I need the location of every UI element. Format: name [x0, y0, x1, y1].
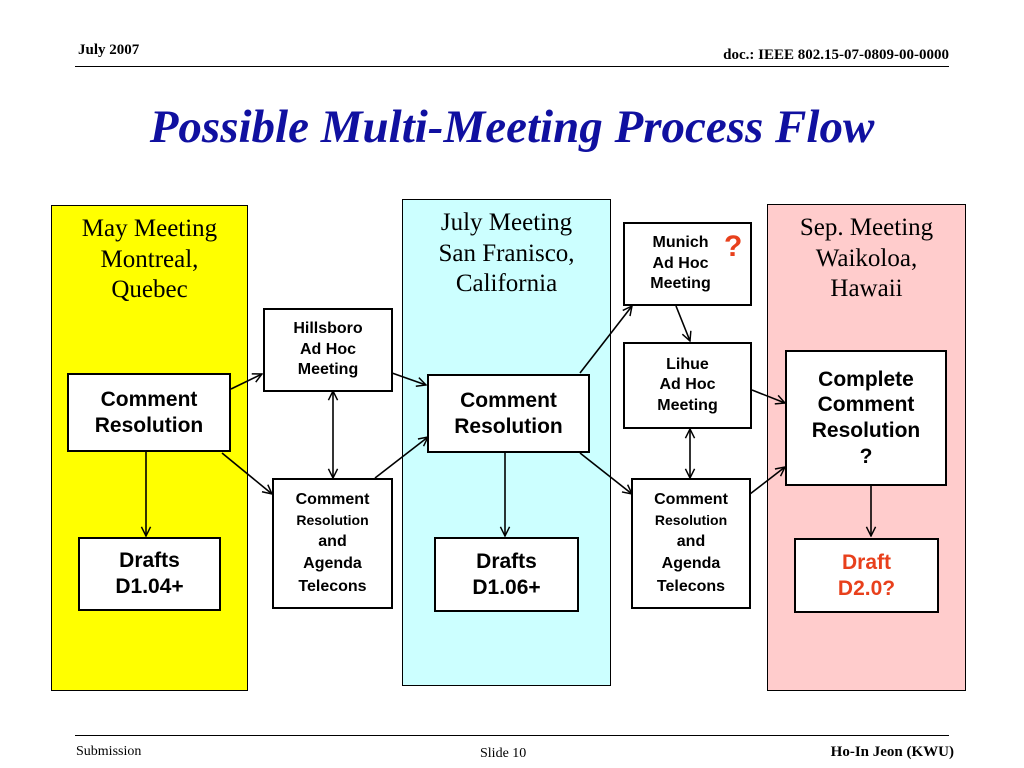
telecons-box-2: Comment Resolution and Agenda Telecons [631, 478, 751, 609]
sep-complete-resolution-box: Complete Comment Resolution ? [785, 350, 947, 486]
arrow-telecons-to-july [374, 437, 428, 479]
july-meeting-title: July Meeting San Franisco, California [403, 208, 610, 300]
may-comment-resolution-box: Comment Resolution [67, 373, 231, 452]
may-meeting-title: May Meeting Montreal, Quebec [52, 214, 247, 306]
hillsboro-line-2: Ad Hoc [300, 340, 356, 358]
july-drafts-line-1: Drafts [476, 549, 537, 573]
footer-submission: Submission [76, 744, 142, 759]
may-meeting-line-3: Quebec [111, 276, 188, 303]
sep-draft-box: Draft D2.0? [794, 538, 939, 613]
header-doc-id: doc.: IEEE 802.15-07-0809-00-0000 [723, 47, 949, 63]
telecons-2-line-5: Telecons [656, 577, 726, 595]
july-meeting-line-1: July Meeting [440, 209, 573, 236]
may-drafts-line-2: D1.04+ [115, 575, 184, 598]
may-meeting-line-1: May Meeting [81, 215, 218, 242]
telecons-1-line-1: Comment [295, 490, 370, 508]
july-resolution-line-2: Resolution [454, 414, 563, 438]
may-drafts-line-1: Drafts [119, 549, 180, 573]
arrow-may-to-hillsboro [230, 374, 262, 390]
july-meeting-line-2: San Franisco, [438, 239, 575, 267]
telecons-2-line-1: Comment [654, 490, 728, 508]
arrow-july-to-telecons [579, 452, 632, 494]
july-comment-resolution-box: Comment Resolution [427, 374, 590, 453]
july-meeting-line-3: California [455, 270, 558, 297]
munich-ad-hoc-box: Munich Ad Hoc Meeting [623, 222, 752, 306]
page-title: Possible Multi-Meeting Process Flow [149, 101, 875, 153]
telecons-1-line-2: Resolution [296, 512, 369, 529]
telecons-2-line-3: and [676, 532, 706, 550]
arrow-munich-to-lihue [675, 305, 690, 341]
july-drafts-line-2: D1.06+ [472, 575, 541, 599]
may-resolution-line-2: Resolution [94, 413, 204, 437]
may-resolution-line-1: Comment [100, 387, 198, 411]
munich-question-mark: ? [724, 230, 743, 263]
telecons-2-line-2: Resolution [654, 512, 728, 529]
sep-meeting-title: Sep. Meeting Waikoloa, Hawaii [768, 213, 965, 305]
sep-resolution-line-2: Comment [817, 393, 915, 417]
july-drafts-box: Drafts D1.06+ [434, 537, 579, 612]
munich-line-1: Munich [652, 234, 709, 252]
lihue-line-1: Lihue [666, 355, 709, 373]
sep-resolution-line-1: Complete [818, 367, 914, 391]
telecons-1-line-3: and [318, 532, 347, 550]
telecons-2-line-4: Agenda [661, 555, 721, 573]
footer-divider [75, 735, 949, 736]
lihue-line-3: Meeting [657, 396, 718, 414]
telecons-box-1: Comment Resolution and Agenda Telecons [272, 478, 393, 609]
sep-draft-line-2: D2.0? [837, 576, 896, 600]
sep-resolution-line-4: ? [859, 444, 873, 468]
may-meeting-line-2: Montreal, [100, 245, 199, 273]
munich-line-3: Meeting [650, 275, 711, 293]
arrow-hillsboro-to-july [391, 372, 426, 385]
sep-meeting-line-3: Hawaii [830, 275, 903, 302]
july-resolution-line-1: Comment [460, 388, 557, 412]
arrow-may-to-telecons [221, 452, 272, 494]
lihue-line-2: Ad Hoc [659, 376, 716, 394]
arrow-telecons-to-sep [749, 467, 785, 495]
may-drafts-box: Drafts D1.04+ [78, 537, 221, 611]
hillsboro-line-3: Meeting [297, 361, 359, 379]
hillsboro-line-1: Hillsboro [293, 320, 363, 338]
arrow-july-to-munich [579, 306, 632, 374]
sep-resolution-line-3: Resolution [811, 419, 921, 442]
arrow-lihue-to-sep [751, 389, 785, 403]
footer-author: Ho-In Jeon (KWU) [830, 744, 954, 760]
sep-meeting-line-1: Sep. Meeting [799, 214, 934, 241]
telecons-1-line-4: Agenda [303, 555, 362, 573]
telecons-1-line-5: Telecons [298, 577, 367, 595]
lihue-ad-hoc-box: Lihue Ad Hoc Meeting [623, 342, 752, 429]
footer-slide-number: Slide 10 [480, 746, 527, 761]
sep-meeting-line-2: Waikoloa, [815, 244, 918, 272]
munich-line-2: Ad Hoc [652, 254, 709, 272]
sep-draft-line-1: Draft [841, 550, 891, 574]
hillsboro-ad-hoc-box: Hillsboro Ad Hoc Meeting [263, 308, 393, 392]
header-date: July 2007 [78, 42, 140, 58]
header-divider [75, 66, 949, 67]
